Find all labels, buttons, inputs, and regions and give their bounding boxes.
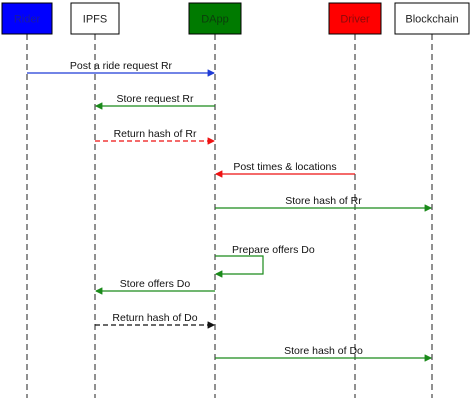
message-arrow xyxy=(215,255,264,274)
participant-rider: Rider xyxy=(1,2,53,398)
participant-ipfs: IPFS xyxy=(70,2,120,398)
participant-dapp: DApp xyxy=(188,2,242,398)
message-label: Post times & locations xyxy=(233,161,336,173)
message-label: Store hash of Do xyxy=(284,345,363,357)
message-store-hash-of-do: Store hash of Do xyxy=(215,345,431,358)
participant-label-dapp: DApp xyxy=(201,14,229,26)
participant-box-ipfs xyxy=(70,2,120,35)
message-store-request-rr: Store request Rr xyxy=(96,93,215,106)
participant-box-rider xyxy=(1,2,53,35)
message-prepare-offers-do: Prepare offers Do xyxy=(215,244,315,274)
message-return-hash-of-rr: Return hash of Rr xyxy=(95,128,214,141)
message-label: Return hash of Do xyxy=(112,312,197,324)
message-label: Store hash of Rr xyxy=(285,195,362,207)
message-store-offers-do: Store offers Do xyxy=(96,278,215,291)
participant-label-driver: Driver xyxy=(340,14,370,26)
message-label: Post a ride request Rr xyxy=(70,60,173,72)
participant-driver: Driver xyxy=(328,2,382,398)
participant-box-driver xyxy=(328,2,382,35)
message-return-hash-of-do: Return hash of Do xyxy=(95,312,214,325)
message-label: Store request Rr xyxy=(116,93,194,105)
message-post-a-ride-request-rr: Post a ride request Rr xyxy=(27,60,214,73)
participant-label-rider: Rider xyxy=(14,14,41,26)
participant-box-dapp xyxy=(188,2,242,35)
message-label: Return hash of Rr xyxy=(114,128,197,140)
message-store-hash-of-rr: Store hash of Rr xyxy=(215,195,431,208)
participant-label-blockchain: Blockchain xyxy=(405,14,458,26)
message-label: Prepare offers Do xyxy=(232,244,315,256)
participant-box-blockchain xyxy=(394,2,470,35)
participant-label-ipfs: IPFS xyxy=(83,14,107,26)
message-post-times-locations: Post times & locations xyxy=(216,161,355,174)
participant-blockchain: Blockchain xyxy=(394,2,470,398)
message-label: Store offers Do xyxy=(120,278,191,290)
